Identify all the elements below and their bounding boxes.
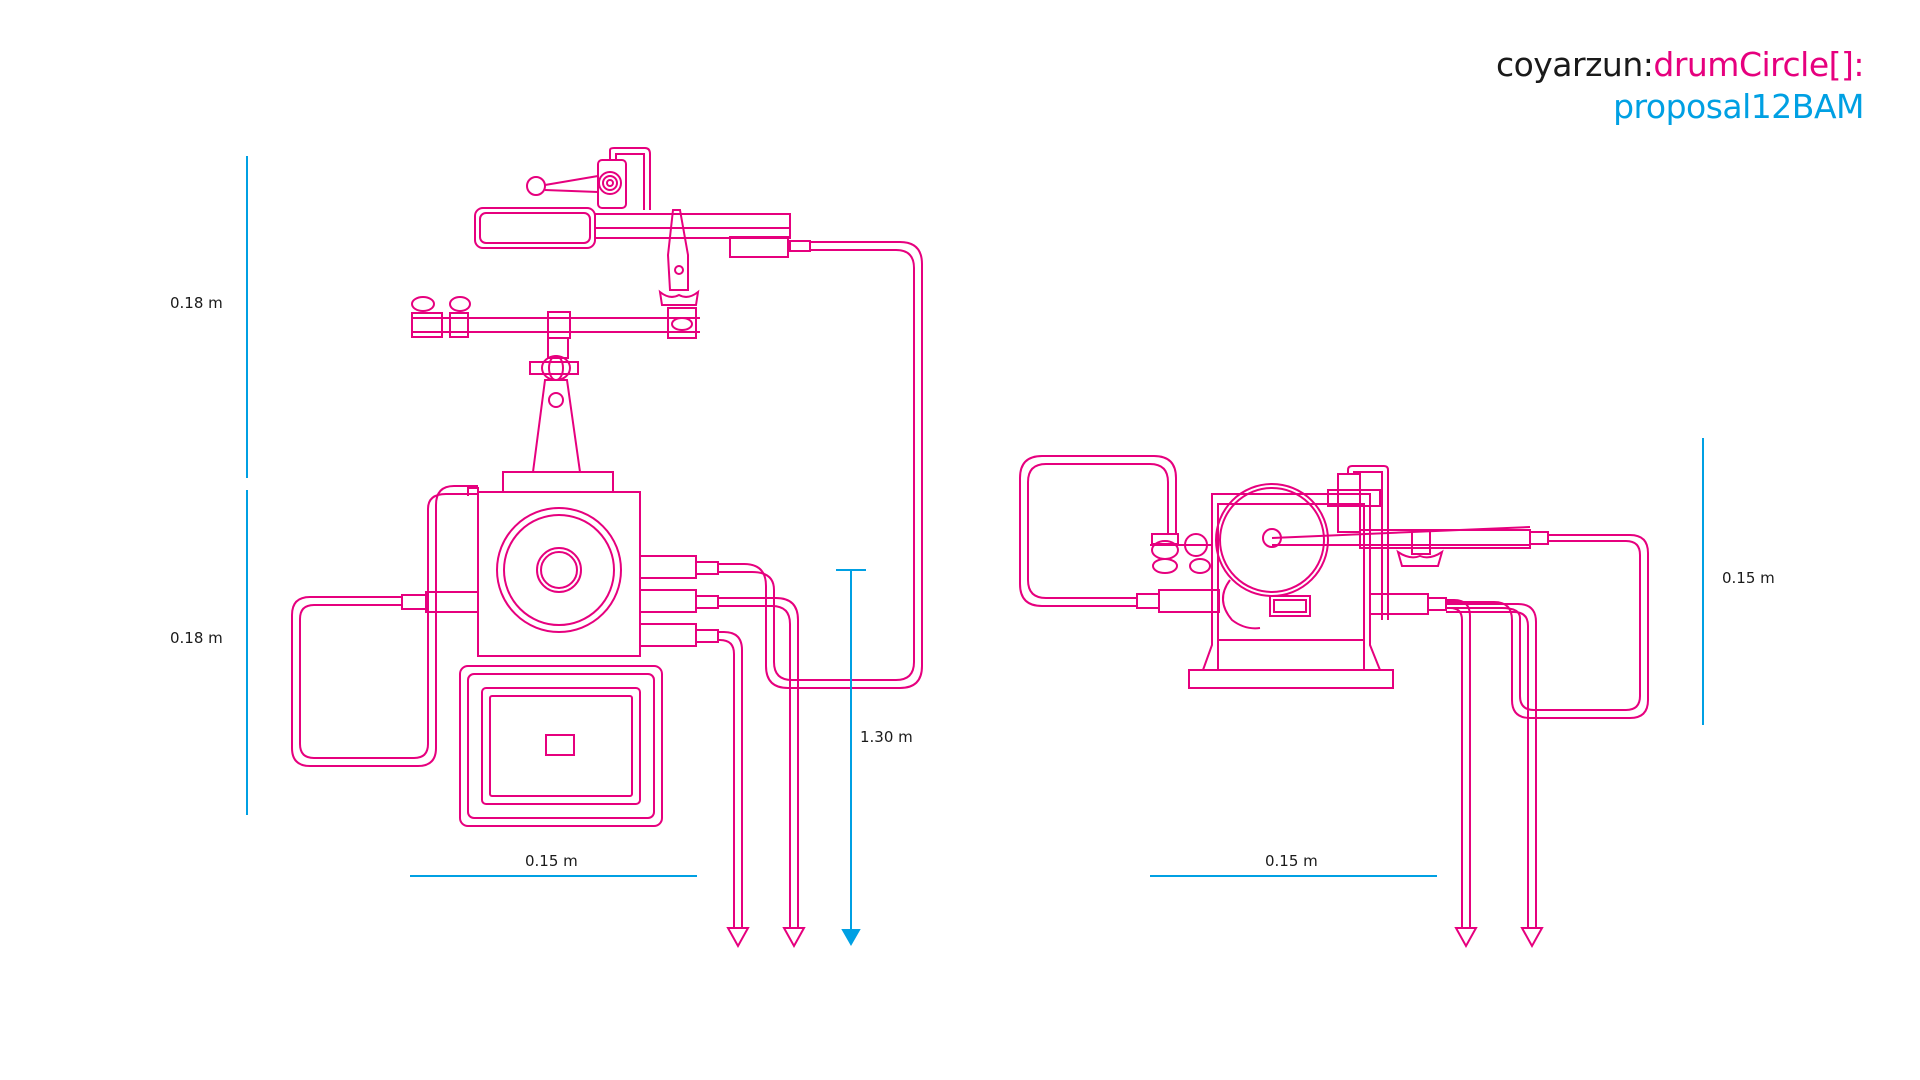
title-proposal: proposal12BAM [1613, 87, 1864, 126]
right-arm-cable [1446, 534, 1649, 719]
right-output-arrow-b [1520, 927, 1544, 949]
output-arrow-a [782, 927, 806, 949]
title-project: drumCircle[] [1653, 45, 1854, 84]
rail-assembly [411, 296, 700, 381]
right-base-plate [1188, 669, 1394, 689]
left-device-view [291, 147, 923, 949]
right-output-arrow-a [1454, 927, 1478, 949]
drop-dimension-arrow [841, 929, 861, 947]
right-base-frame [1202, 493, 1381, 671]
left-dimensions [246, 156, 866, 947]
title-line-1: coyarzun:drumCircle[]: [1495, 44, 1865, 86]
top-feed-cable-inner [718, 249, 915, 681]
title-brand: coyarzun: [1495, 45, 1654, 84]
output-cable-b [718, 631, 743, 928]
top-arm-assembly [474, 147, 811, 306]
right-loop-cable [1027, 463, 1169, 599]
right-output-cable-b [1446, 603, 1537, 928]
output-cable-a-inner [718, 605, 791, 928]
output-arrow-b [726, 927, 750, 949]
height-upper-label: 0.18 m [170, 294, 223, 312]
display-box [459, 665, 663, 827]
right-dimensions [1150, 438, 1704, 877]
left-cable-loop [291, 485, 479, 767]
width-label-left: 0.15 m [525, 852, 578, 870]
output-cable-a [718, 597, 799, 928]
support-column [531, 379, 582, 473]
right-height-label: 0.15 m [1722, 569, 1775, 587]
right-dimension-labels: 0.15 m 0.15 m [1265, 569, 1775, 870]
right-device-view [1019, 455, 1649, 949]
right-output-cable-a [1446, 599, 1471, 928]
left-dimension-labels: 0.18 m 0.18 m 0.15 m 1.30 m [170, 294, 913, 870]
title-block: coyarzun:drumCircle[]: proposal12BAM [1495, 44, 1865, 128]
right-width-label: 0.15 m [1265, 852, 1318, 870]
top-feed-cable [718, 241, 923, 689]
output-cable-b-inner [718, 639, 735, 928]
main-housing [467, 471, 641, 657]
drop-label: 1.30 m [860, 728, 913, 746]
title-separator: : [1853, 45, 1864, 84]
right-drum [1215, 483, 1329, 597]
right-connectors [639, 555, 719, 647]
height-lower-label: 0.18 m [170, 629, 223, 647]
